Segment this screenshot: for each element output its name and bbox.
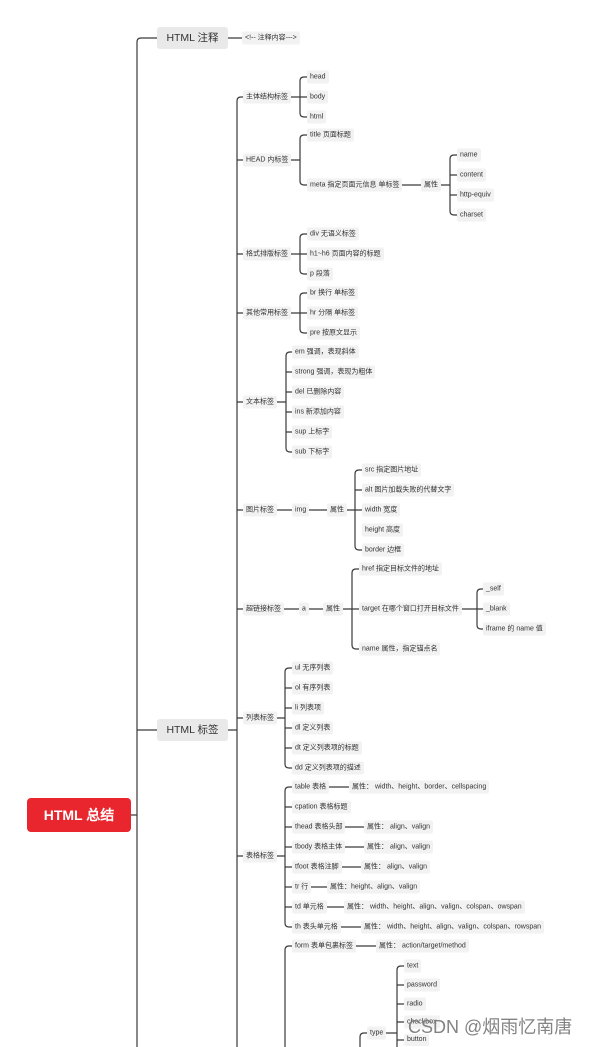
node-type-text: text <box>404 959 422 973</box>
node-tfoot: tfoot 表格注脚 <box>292 860 342 874</box>
node-target-blank: _blank <box>483 602 510 616</box>
connector-target <box>459 588 484 630</box>
node-meta-http-equiv: http-equiv <box>457 188 494 202</box>
node-img: img <box>292 503 310 517</box>
connector-image <box>269 469 363 551</box>
connector-type <box>359 965 405 1047</box>
node-ol: ol 有序列表 <box>292 681 334 695</box>
node-type-radio: radio <box>404 997 426 1011</box>
node-target-iframe: iframe 的 name 值 <box>483 622 546 636</box>
group-structure-tags: 主体结构标签 <box>243 90 291 104</box>
node-a: a <box>299 602 309 616</box>
node-p: p 段落 <box>307 267 333 281</box>
node-hr: hr 分隔 单标签 <box>307 306 359 320</box>
connector-trunk <box>130 37 158 1047</box>
node-type: type <box>367 1026 387 1040</box>
node-td: td 单元格 <box>292 900 327 914</box>
node-img-src: src 指定图片地址 <box>362 463 422 477</box>
group-head-tags: HEAD 内标签 <box>243 153 292 167</box>
connector-table-attrs <box>307 786 365 928</box>
node-th: th 表头单元格 <box>292 920 341 934</box>
node-headings: h1~h6 页面内容的标题 <box>307 247 384 261</box>
branch-html-comment: HTML 注释 <box>157 27 228 49</box>
node-meta-content: content <box>457 168 486 182</box>
connector-head <box>284 134 422 186</box>
node-sub: sub 下标字 <box>292 445 333 459</box>
node-img-border: border 边框 <box>362 543 405 557</box>
node-comment-syntax: <!-- 注释内容---> <box>242 31 300 45</box>
node-form: form 表单包裹标签 <box>292 939 356 953</box>
group-formatting-tags: 格式排版标签 <box>243 247 291 261</box>
node-strong: strong 强调，表现为粗体 <box>292 365 376 379</box>
node-sup: sup 上标字 <box>292 425 333 439</box>
node-tbody-attrs: 属性： align、valign <box>364 840 434 854</box>
node-caption: cpation 表格标题 <box>292 800 351 814</box>
node-dt: dt 定义列表项的标题 <box>292 741 362 755</box>
node-form-attrs: 属性： action/target/method <box>376 939 469 953</box>
connector-table <box>269 786 293 928</box>
node-type-password: password <box>404 978 440 992</box>
node-tfoot-attrs: 属性： align、valign <box>361 860 431 874</box>
node-li: li 列表项 <box>292 701 325 715</box>
connector-list <box>269 667 293 769</box>
connector-link <box>277 568 360 650</box>
node-tr-attrs: 属性：height、align、valign <box>327 880 421 894</box>
node-ins: ins 新添加内容 <box>292 405 344 419</box>
group-list-tags: 列表标签 <box>243 711 277 725</box>
node-del: del 已删除内容 <box>292 385 345 399</box>
connector-text <box>269 351 293 453</box>
node-tbody: tbody 表格主体 <box>292 840 346 854</box>
node-a-target: target 在哪个窗口打开目标文件 <box>359 602 462 616</box>
csdn-watermark: CSDN @烟雨忆南唐 <box>408 1017 573 1037</box>
node-dd: dd 定义列表项的描述 <box>292 761 364 775</box>
node-a-href: href 指定目标文件的地址 <box>359 562 443 576</box>
node-meta-attr-label: 属性 <box>421 178 441 192</box>
node-body: body <box>307 90 329 104</box>
node-table-attrs: 属性： width、height、border、cellspacing <box>349 780 490 794</box>
node-br: br 换行 单标签 <box>307 286 359 300</box>
node-meta: meta 指定页面元信息 单标签 <box>307 178 403 192</box>
connector-meta-attrs <box>435 154 458 216</box>
node-thead: thead 表格头部 <box>292 820 346 834</box>
node-img-attr-label: 属性 <box>327 503 347 517</box>
node-title: title 页面标题 <box>307 128 354 142</box>
node-html: html <box>307 110 327 124</box>
node-a-name: name 属性，指定锚点名 <box>359 642 441 656</box>
node-em: em 强调，表现斜体 <box>292 345 359 359</box>
connector-tags <box>227 96 244 1047</box>
node-dl: dl 定义列表 <box>292 721 334 735</box>
node-thead-attrs: 属性： align、valign <box>364 820 434 834</box>
node-tr: tr 行 <box>292 880 312 894</box>
group-common-tags: 其他常用标签 <box>243 306 291 320</box>
node-img-alt: alt 图片加载失败的代替文字 <box>362 483 455 497</box>
connector-form <box>284 945 377 1047</box>
group-table-tags: 表格标签 <box>243 849 277 863</box>
node-div: div 无语义标签 <box>307 227 359 241</box>
branch-html-tags: HTML 标签 <box>157 719 228 741</box>
node-meta-name: name <box>457 148 481 162</box>
group-image-tags: 图片标签 <box>243 503 277 517</box>
node-pre: pre 按原文显示 <box>307 326 361 340</box>
node-head: head <box>307 70 329 84</box>
node-td-attrs: 属性： width、height、align、valign、colspan、ow… <box>344 900 525 914</box>
node-type-button: button <box>404 1034 430 1046</box>
group-link-tags: 超链接标签 <box>243 602 284 616</box>
node-type-checkbox: checkbox <box>404 1015 440 1029</box>
group-text-tags: 文本标签 <box>243 395 277 409</box>
node-img-height: height 高度 <box>362 523 404 537</box>
node-ul: ul 无序列表 <box>292 661 334 675</box>
node-a-attr-label: 属性 <box>323 602 343 616</box>
node-meta-charset: charset <box>457 208 486 222</box>
node-table: table 表格 <box>292 780 330 794</box>
node-target-self: _self <box>483 582 504 596</box>
node-img-width: width 宽度 <box>362 503 401 517</box>
root-node: HTML 总结 <box>27 798 131 832</box>
node-th-attrs: 属性： width、height、align、valign、colspan、ro… <box>361 920 545 934</box>
